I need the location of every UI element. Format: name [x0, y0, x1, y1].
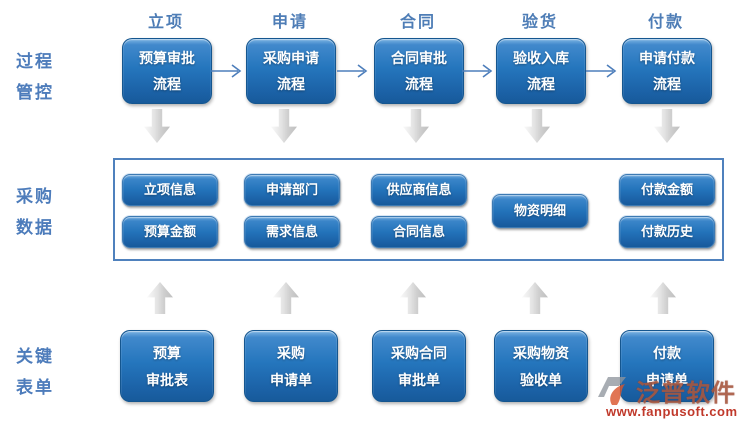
- form-box-label: 验收单: [520, 372, 562, 388]
- stage-header-payment: 付款: [647, 14, 684, 31]
- form-box-payment-request-form: 付款 申请单: [620, 330, 714, 402]
- data-item-material-detail: 物资明细: [492, 194, 588, 228]
- flow-arrow-right-icon: [462, 64, 493, 78]
- data-item-budget-amount: 预算金额: [122, 216, 218, 248]
- flow-arrow-right-icon: [211, 64, 242, 78]
- flow-arrow-up-icon: [522, 282, 548, 314]
- stage-header-contract: 合同: [399, 14, 436, 31]
- form-box-purchase-request-form: 采购 申请单: [244, 330, 338, 402]
- data-item-payment-history: 付款历史: [619, 216, 715, 248]
- form-box-label: 审批单: [398, 372, 440, 388]
- form-box-label: 采购物资: [513, 345, 569, 361]
- flow-arrow-down-icon: [144, 109, 170, 143]
- process-box-label: 合同审批: [391, 50, 447, 66]
- process-box-label: 流程: [277, 76, 305, 92]
- row-label-purchase-data: 采购 数据: [16, 181, 82, 243]
- process-box-label: 申请付款: [639, 50, 695, 66]
- process-box-budget-approval: 预算审批 流程: [122, 38, 212, 104]
- form-box-label: 申请单: [270, 372, 312, 388]
- form-box-label: 预算: [153, 345, 181, 361]
- flow-arrow-down-icon: [524, 109, 550, 143]
- process-box-label: 验收入库: [513, 50, 569, 66]
- row-label-line: 管控: [16, 83, 54, 102]
- row-label-line: 关键: [16, 347, 54, 366]
- data-item-demand-info: 需求信息: [244, 216, 340, 248]
- form-box-label: 审批表: [146, 372, 188, 388]
- data-item-contract-info: 合同信息: [371, 216, 467, 248]
- row-label-line: 表单: [16, 378, 54, 397]
- process-box-label: 流程: [653, 76, 681, 92]
- flow-arrow-up-icon: [273, 282, 299, 314]
- fanpu-logo-icon: [598, 377, 626, 405]
- row-label-key-forms: 关键 表单: [16, 341, 82, 403]
- row-label-line: 过程: [16, 52, 54, 71]
- process-box-label: 流程: [153, 76, 181, 92]
- form-box-contract-approval-form: 采购合同 审批单: [372, 330, 466, 402]
- process-box-contract-approval: 合同审批 流程: [374, 38, 464, 104]
- flow-arrow-up-icon: [650, 282, 676, 314]
- data-item-project-info: 立项信息: [122, 174, 218, 206]
- process-box-label: 采购申请: [263, 50, 319, 66]
- flow-arrow-right-icon: [586, 64, 617, 78]
- data-item-payment-amount: 付款金额: [619, 174, 715, 206]
- form-box-label: 付款: [653, 345, 681, 361]
- process-box-label: 预算审批: [139, 50, 195, 66]
- row-label-line: 数据: [16, 218, 54, 237]
- process-box-purchase-request: 采购申请 流程: [246, 38, 336, 104]
- stage-header-initiation: 立项: [147, 14, 184, 31]
- flow-arrow-down-icon: [271, 109, 297, 143]
- row-label-line: 采购: [16, 187, 54, 206]
- form-box-label: 采购合同: [391, 345, 447, 361]
- stage-header-request: 申请: [271, 14, 308, 31]
- flow-arrow-down-icon: [403, 109, 429, 143]
- data-item-request-department: 申请部门: [244, 174, 340, 206]
- process-box-payment-request: 申请付款 流程: [622, 38, 712, 104]
- flow-arrow-right-icon: [337, 64, 368, 78]
- watermark-url-text: www.fanpusoft.com: [606, 404, 738, 419]
- process-box-label: 流程: [405, 76, 433, 92]
- watermark-brand-text: 泛普软件: [636, 380, 736, 407]
- flow-arrow-up-icon: [400, 282, 426, 314]
- watermark: 泛普软件 www.fanpusoft.com: [590, 371, 739, 424]
- row-label-process-control: 过程 管控: [16, 46, 82, 108]
- process-box-receiving-warehousing: 验收入库 流程: [496, 38, 586, 104]
- data-item-supplier-info: 供应商信息: [371, 174, 467, 206]
- form-box-label: 申请单: [646, 372, 688, 388]
- stage-header-inspection: 验货: [521, 14, 558, 31]
- form-box-budget-approval-form: 预算 审批表: [120, 330, 214, 402]
- flow-arrow-up-icon: [147, 282, 173, 314]
- form-box-label: 采购: [277, 345, 305, 361]
- form-box-material-receiving-form: 采购物资 验收单: [494, 330, 588, 402]
- flow-arrow-down-icon: [654, 109, 680, 143]
- process-box-label: 流程: [527, 76, 555, 92]
